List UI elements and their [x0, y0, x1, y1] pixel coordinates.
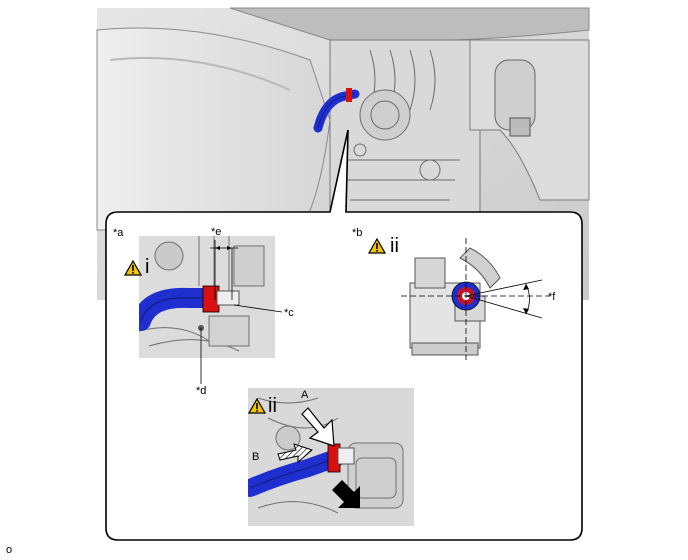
- label-f: *f: [548, 291, 556, 303]
- label-B: B: [252, 451, 260, 463]
- step-ii-top-label: ii: [390, 235, 399, 257]
- warning-icon: [368, 238, 386, 254]
- label-e: *e: [211, 226, 222, 238]
- detail-b-image: [400, 238, 550, 360]
- label-c: *c: [284, 307, 294, 319]
- corner-mark: o: [6, 544, 13, 556]
- step-ii-bottom-label: ii: [268, 395, 277, 417]
- label-a: *a: [113, 227, 124, 239]
- detail-c-image: [248, 388, 414, 526]
- warning-icon: [124, 260, 142, 276]
- step-i-label: i: [145, 256, 150, 278]
- label-A: A: [301, 389, 309, 401]
- detail-a-image: [139, 236, 275, 358]
- warning-icon: [248, 398, 266, 414]
- label-b: *b: [352, 227, 363, 239]
- label-d: *d: [196, 385, 207, 397]
